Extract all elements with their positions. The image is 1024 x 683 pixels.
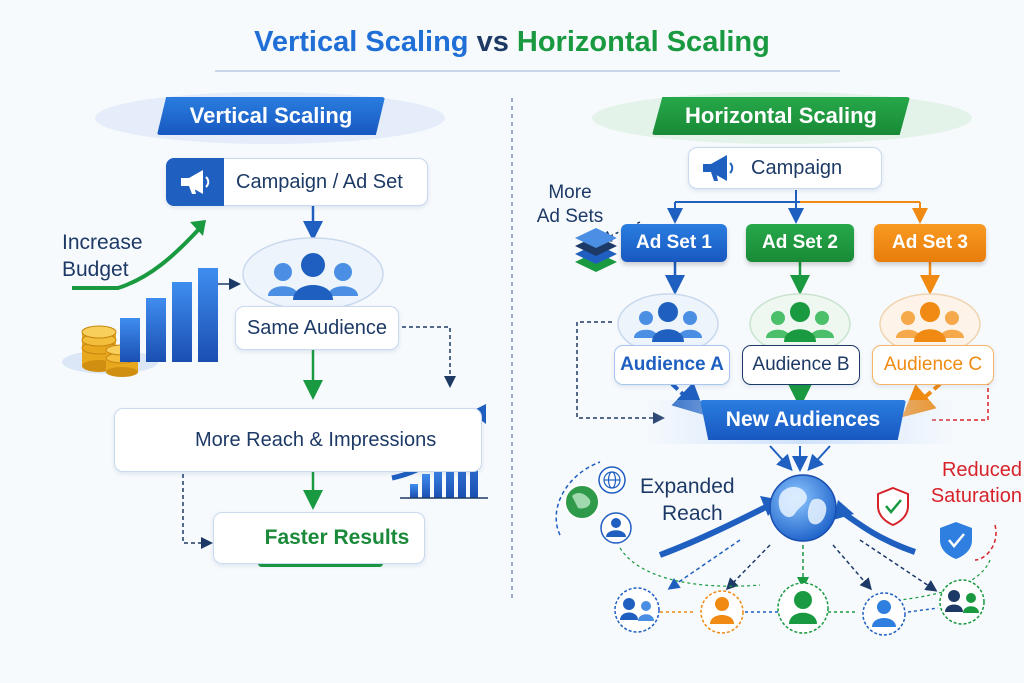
layers-icon bbox=[575, 228, 617, 272]
megaphone-icon bbox=[703, 155, 734, 181]
person-icon bbox=[789, 591, 817, 624]
people-group-icon bbox=[896, 302, 964, 342]
people-group-icon bbox=[634, 302, 702, 342]
ad-set-3: Ad Set 3 bbox=[874, 224, 986, 262]
globe-icon bbox=[603, 471, 621, 489]
new-audiences-banner: New Audiences bbox=[700, 400, 906, 440]
audience-c-label: Audience C bbox=[883, 354, 983, 375]
coins-icon bbox=[62, 325, 158, 377]
vertical-header: Vertical Scaling bbox=[157, 97, 385, 135]
campaign-box: Campaign bbox=[688, 147, 882, 189]
audience-b-box: Audience B bbox=[742, 345, 860, 385]
campaign-ad-set-box: Campaign / Ad Set bbox=[166, 158, 428, 206]
campaign-ad-set-label: Campaign / Ad Set bbox=[236, 170, 403, 193]
more-reach-box: More Reach & Impressions bbox=[114, 408, 482, 472]
people-group-icon bbox=[945, 590, 979, 613]
person-icon bbox=[606, 518, 626, 537]
person-icon bbox=[872, 600, 896, 627]
title-horizontal: Horizontal Scaling bbox=[516, 26, 770, 58]
people-group-icon bbox=[766, 302, 834, 342]
more-ad-sets-label: More Ad Sets bbox=[530, 181, 610, 229]
megaphone-icon bbox=[166, 158, 224, 206]
expanded-reach-label: Expanded Reach bbox=[640, 473, 735, 527]
faster-results-label: Faster Results bbox=[264, 526, 410, 549]
increase-budget-line2: Budget bbox=[62, 258, 129, 281]
ad-set-1: Ad Set 1 bbox=[621, 224, 727, 262]
more-ad-sets-line2: Ad Sets bbox=[536, 206, 604, 227]
bar-chart-icon bbox=[120, 268, 218, 362]
audience-c-box: Audience C bbox=[872, 345, 994, 385]
expanded-reach-line1: Expanded bbox=[640, 475, 735, 498]
shield-check-icon bbox=[940, 522, 972, 559]
audience-b-label: Audience B bbox=[752, 354, 850, 375]
people-group-icon bbox=[620, 598, 654, 621]
audience-a-box: Audience A bbox=[614, 345, 730, 385]
reduced-saturation-label: Reduced Saturation bbox=[902, 457, 1022, 509]
people-group-icon bbox=[268, 253, 358, 300]
more-reach-label: More Reach & Impressions bbox=[195, 428, 437, 451]
same-audience-box: Same Audience bbox=[235, 306, 399, 350]
page-title: Vertical Scaling vs Horizontal Scaling bbox=[0, 26, 1024, 59]
more-ad-sets-line1: More bbox=[548, 182, 592, 203]
reduced-saturation-line1: Reduced bbox=[941, 459, 1022, 481]
title-vs: vs bbox=[476, 26, 509, 58]
expanded-reach-line2: Reach bbox=[662, 502, 723, 525]
globe-icon bbox=[769, 474, 837, 542]
increase-budget-label: Increase Budget bbox=[62, 229, 143, 283]
audience-a-label: Audience A bbox=[620, 354, 724, 375]
ad-set-2: Ad Set 2 bbox=[746, 224, 854, 262]
campaign-label: Campaign bbox=[751, 156, 843, 179]
title-vertical: Vertical Scaling bbox=[254, 26, 469, 58]
same-audience-label: Same Audience bbox=[246, 316, 388, 339]
increase-budget-line1: Increase bbox=[62, 231, 143, 254]
reduced-saturation-line2: Saturation bbox=[930, 485, 1022, 507]
person-icon bbox=[710, 597, 734, 624]
shield-check-icon bbox=[877, 486, 909, 527]
faster-results-box: Faster Results bbox=[213, 512, 425, 564]
horizontal-header: Horizontal Scaling bbox=[652, 97, 910, 135]
